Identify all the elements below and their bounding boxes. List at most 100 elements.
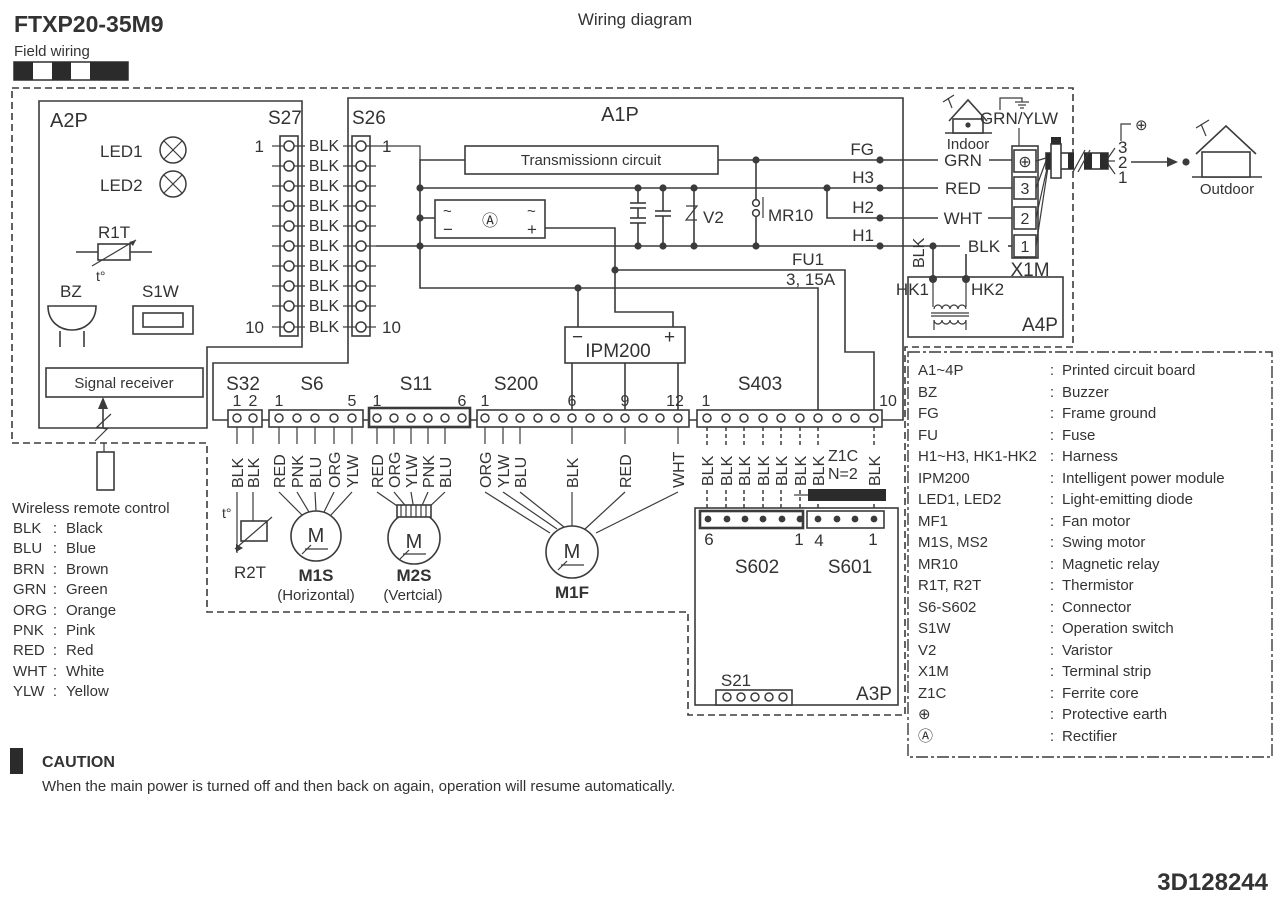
m1f-branch: ORG YLW BLU BLK RED WHT M M1F [478, 427, 688, 602]
colon: : [1050, 491, 1054, 508]
z1c-label: Z1C [828, 448, 858, 465]
s27-pin10: 10 [245, 318, 264, 337]
s11-pin1: 1 [373, 393, 382, 410]
legend-term: LED1, LED2 [918, 491, 1001, 508]
colon: : [1050, 427, 1054, 444]
r2t-branch: BLK BLK t° R2T [222, 427, 273, 582]
legend-def: Ferrite core [1062, 685, 1139, 702]
rectifier-box: ~ − Ⓐ ~ + [434, 199, 546, 239]
colon: : [1050, 534, 1054, 551]
m1s-branch: RED PNK BLU ORG YLW M M1S (Horizontal) [272, 427, 362, 604]
legend-term: Z1C [918, 685, 947, 702]
hk1-label: HK1 [896, 280, 929, 299]
colon: : [1050, 620, 1054, 637]
m2s-sub: (Vertcial) [383, 587, 442, 604]
s602-connector [698, 509, 805, 530]
legend-term: V2 [918, 642, 936, 659]
legend-def: Protective earth [1062, 706, 1167, 723]
legend-def: Printed circuit board [1062, 362, 1195, 379]
s6-pin1: 1 [275, 393, 284, 410]
outdoor-house-icon [1192, 119, 1262, 178]
field-wiring-swatch [13, 61, 129, 81]
wire-label: BLK [793, 455, 810, 486]
m1f-motor-icon: M [545, 525, 599, 579]
colon: : [53, 683, 57, 700]
s601-label: S601 [828, 557, 872, 578]
s27-s26-harness: S27 S26 1 10 1 10 BLK BLK BLK BLK BLK BL… [245, 108, 421, 337]
legend-term rectifier-icon: Ⓐ [918, 728, 933, 745]
colon: : [53, 540, 57, 557]
ipm200-box: − + IPM200 [564, 326, 686, 410]
wire-label: PNK [421, 455, 438, 488]
colon: : [53, 520, 57, 537]
m2s-label: M2S [397, 566, 432, 585]
m2s-branch: RED ORG YLW PNK BLU M M2S (Vertcial) [370, 427, 455, 604]
legend-def: Intelligent power module [1062, 470, 1225, 487]
legend-def: Fan motor [1062, 513, 1130, 530]
legend-def: Operation switch [1062, 620, 1174, 637]
legend-term: IPM200 [918, 470, 970, 487]
relay-contact-icon [751, 160, 764, 246]
plus: + [527, 220, 537, 239]
s6-label: S6 [300, 374, 323, 395]
legend-def: Harness [1062, 448, 1118, 465]
indoor-label: Indoor [947, 136, 990, 153]
m2s-motor-icon: M [387, 504, 441, 565]
s32-pin2: 2 [249, 393, 258, 410]
outdoor-terminal-3: 3 [1118, 138, 1127, 157]
x1m-earth-terminal: ⊕ [1018, 154, 1031, 171]
mr10-label: MR10 [768, 206, 813, 225]
z1c-turns: N=2 [828, 466, 858, 483]
legend-def: Thermistor [1062, 577, 1134, 594]
a1p-board: A1P Transmissionn circuit ~ − Ⓐ ~ + [212, 97, 1014, 421]
x1m-terminal-1: 1 [1021, 239, 1030, 256]
r2t-thermistor-icon [234, 516, 273, 552]
legend-term: M1S, MS2 [918, 534, 988, 551]
wire-label: BLU [308, 457, 325, 488]
s27-label: S27 [268, 108, 302, 129]
motor-m: M [308, 525, 325, 547]
wire-label: BLK [309, 198, 340, 215]
wire-label: BLK [774, 455, 791, 486]
color-abbr: BLK [13, 520, 41, 537]
color-name: Yellow [66, 683, 109, 700]
legend-def: Buzzer [1062, 384, 1109, 401]
colon: : [1050, 384, 1054, 401]
wire-label: BLK [309, 138, 340, 155]
indoor-house-icon [942, 94, 992, 134]
colon: : [53, 663, 57, 680]
colon: : [1050, 706, 1054, 723]
signal-receiver-label: Signal receiver [74, 375, 173, 392]
s200-pin12: 12 [666, 393, 684, 410]
a3p-board: 6 1 4 1 S602 S601 S21 A3P [694, 507, 899, 706]
colon: : [1050, 470, 1054, 487]
ferrite-core-icon [808, 489, 886, 501]
wire-label: BLU [438, 457, 455, 488]
wire-label: BLK [309, 258, 340, 275]
s601-pin4: 4 [814, 531, 823, 550]
color-abbr: PNK [13, 622, 44, 639]
color-abbr: GRN [13, 581, 46, 598]
legend-term: FU [918, 427, 938, 444]
wire-label: BLK [719, 455, 736, 486]
legend-def: Swing motor [1062, 534, 1145, 551]
doc-number: 3D128244 [1157, 869, 1268, 896]
r2t-tdeg: t° [222, 505, 232, 521]
x1m-terminal-strip: ⊕ 3 2 1 [1011, 145, 1039, 259]
outdoor-terminal-2: 2 [1118, 153, 1127, 172]
field-wiring-label: Field wiring [14, 43, 90, 60]
colon: : [1050, 448, 1054, 465]
wire-label: ORG [478, 452, 495, 488]
color-abbr: WHT [13, 663, 47, 680]
s200-label: S200 [494, 374, 538, 395]
wire-label: RED [618, 454, 635, 488]
fg-label: FG [850, 140, 874, 159]
r1t-label: R1T [98, 223, 130, 242]
s403-pin10: 10 [879, 393, 897, 410]
x1m-terminal-3: 3 [1021, 181, 1030, 198]
colon: : [1050, 362, 1054, 379]
wire-label: BLK [811, 455, 828, 486]
s27-pin1: 1 [255, 137, 264, 156]
legend-term: FG [918, 405, 939, 422]
color-name: Red [66, 642, 94, 659]
